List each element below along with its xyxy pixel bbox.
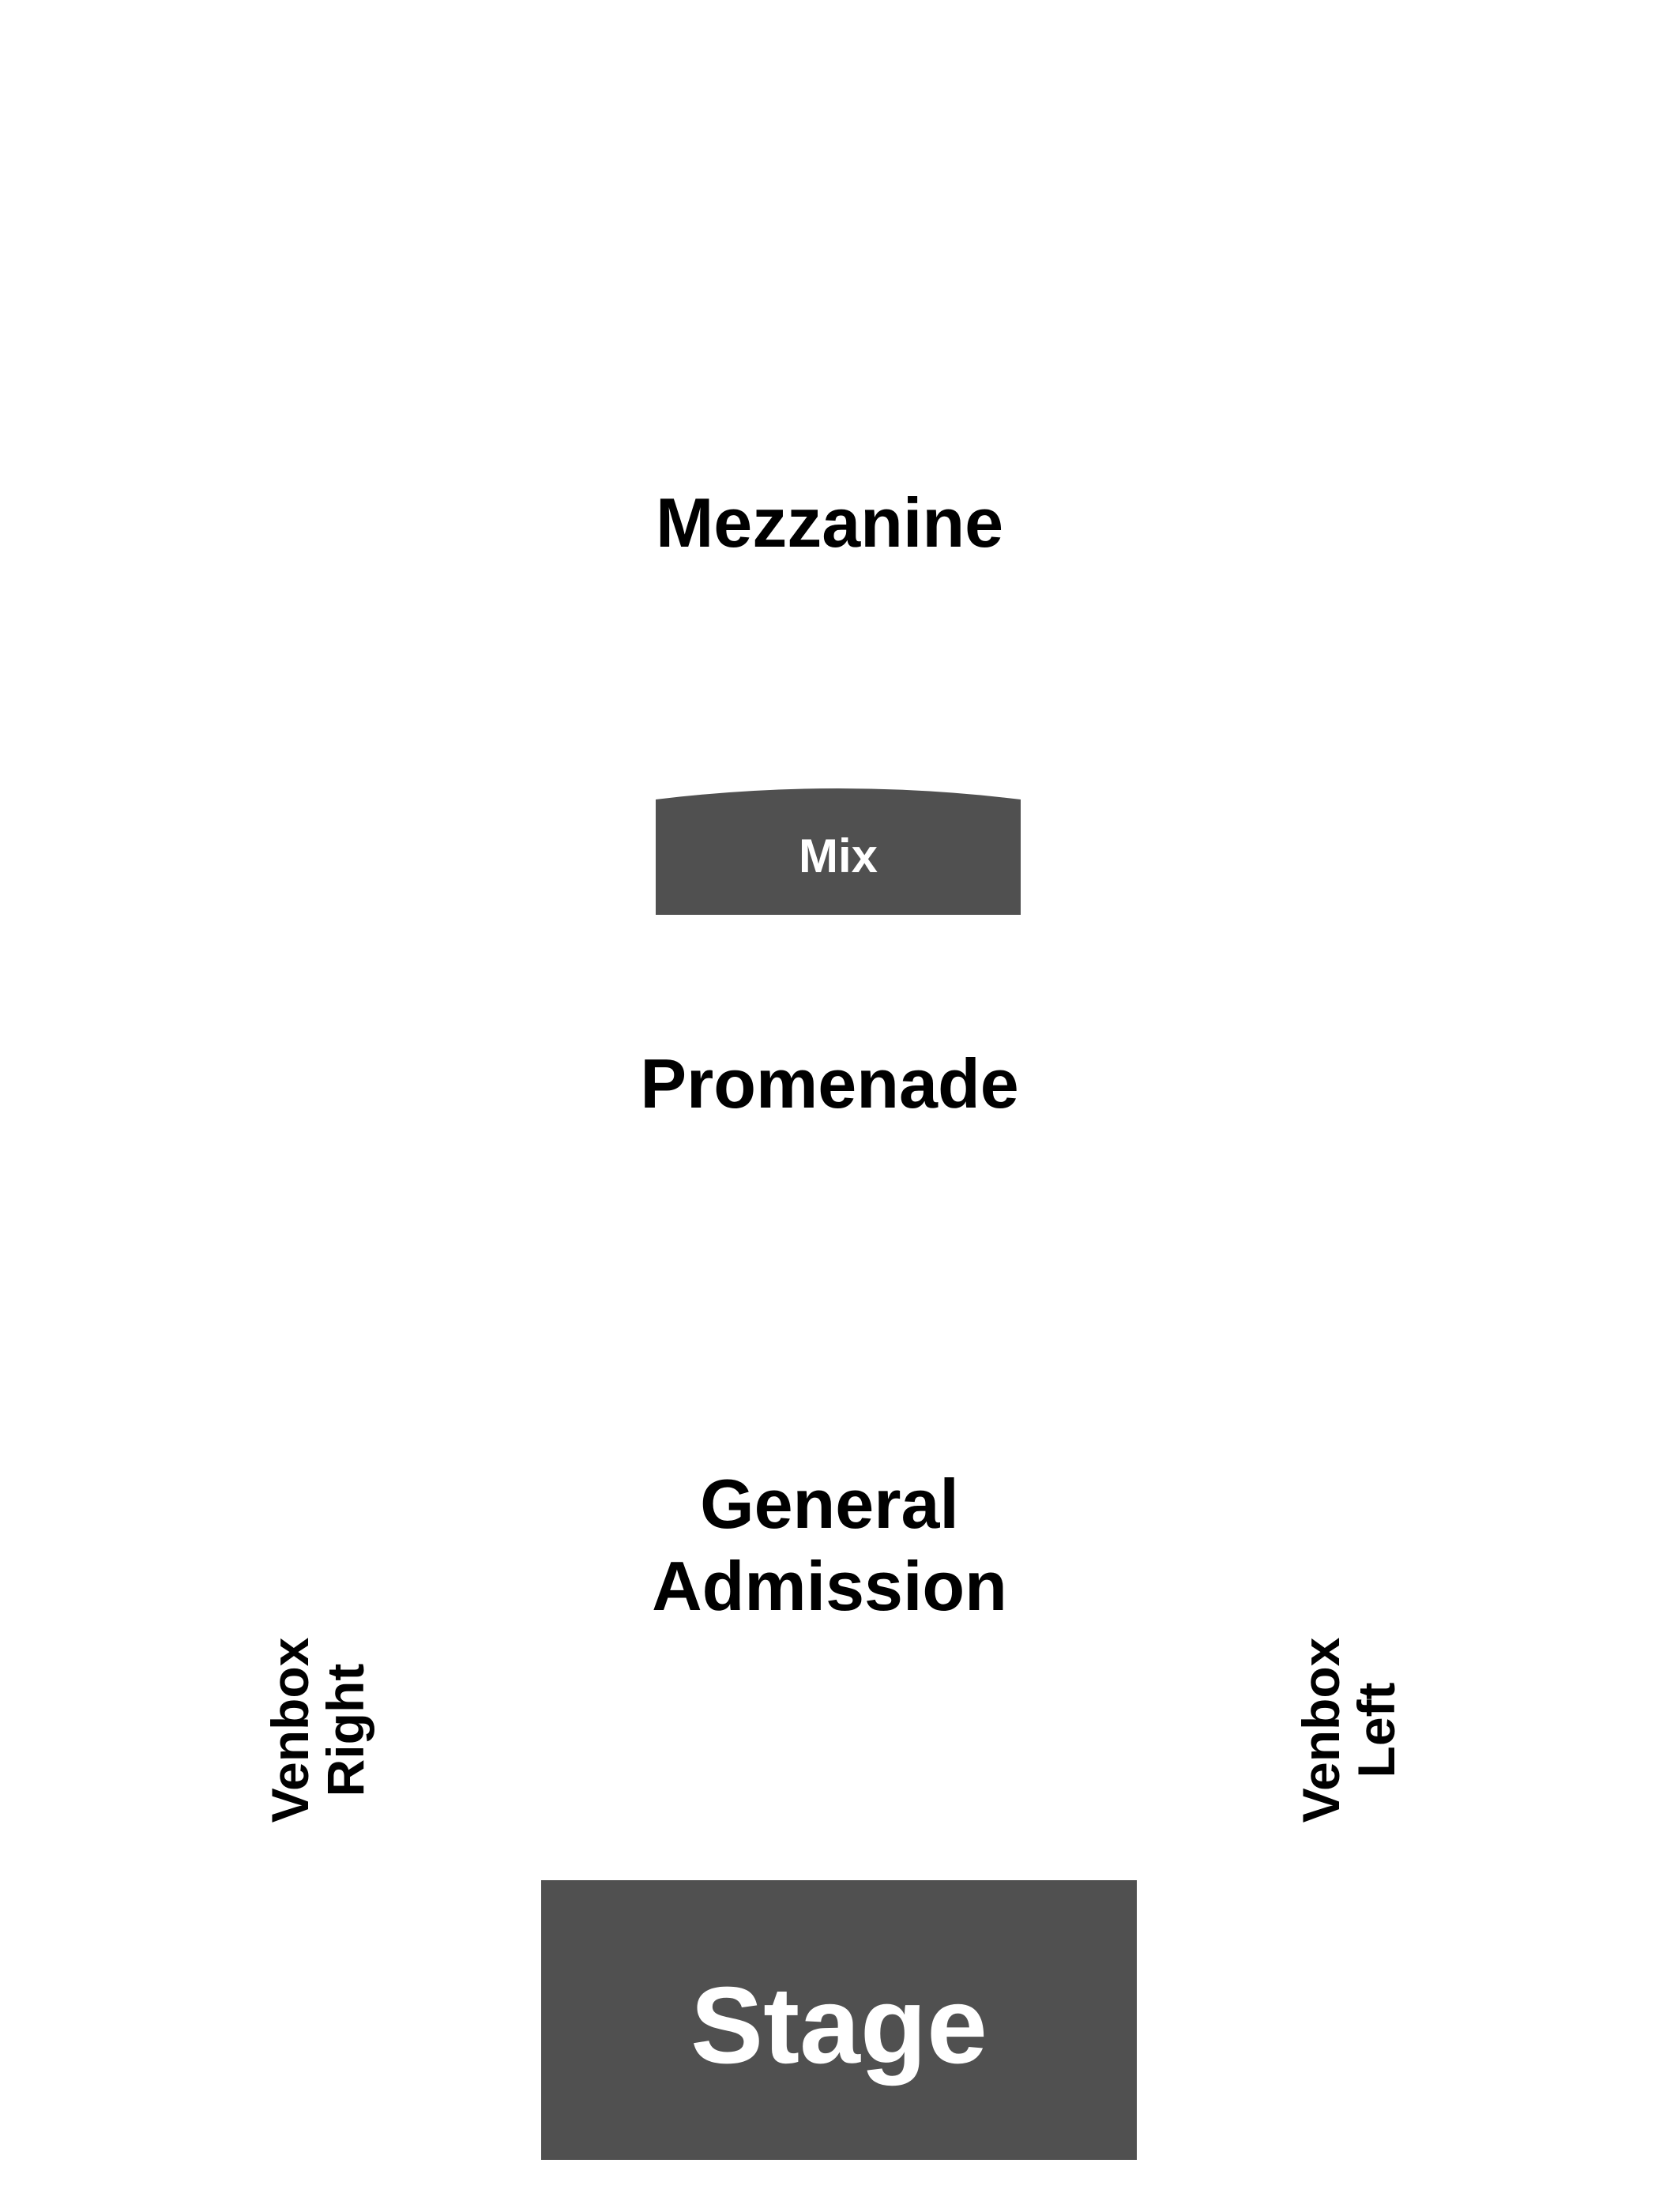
venbox-left-line-1: Venbox	[1292, 1637, 1350, 1823]
mix-booth-outline	[656, 788, 1021, 915]
venbox-right-line-1: Venbox	[261, 1637, 319, 1823]
stage-label: Stage	[690, 1965, 988, 2086]
section-promenade-label[interactable]: Promenade	[640, 1044, 1019, 1123]
section-venbox-left-label[interactable]: Venbox Left	[1292, 1627, 1428, 1833]
section-mix-label: Mix	[798, 830, 878, 882]
general-admission-line-2: Admission	[652, 1547, 1007, 1625]
venbox-right-line-2: Right	[316, 1663, 374, 1797]
stage-block	[541, 1880, 1137, 2160]
venbox-left-line-2: Left	[1347, 1682, 1405, 1778]
section-mezzanine-label[interactable]: Mezzanine	[655, 483, 1004, 562]
mix-booth-shape[interactable]	[656, 787, 1021, 915]
section-general-admission-label[interactable]: General Admission	[514, 1463, 1146, 1627]
section-venbox-right-label[interactable]: Venbox Right	[261, 1627, 397, 1833]
general-admission-line-1: General	[700, 1465, 959, 1543]
